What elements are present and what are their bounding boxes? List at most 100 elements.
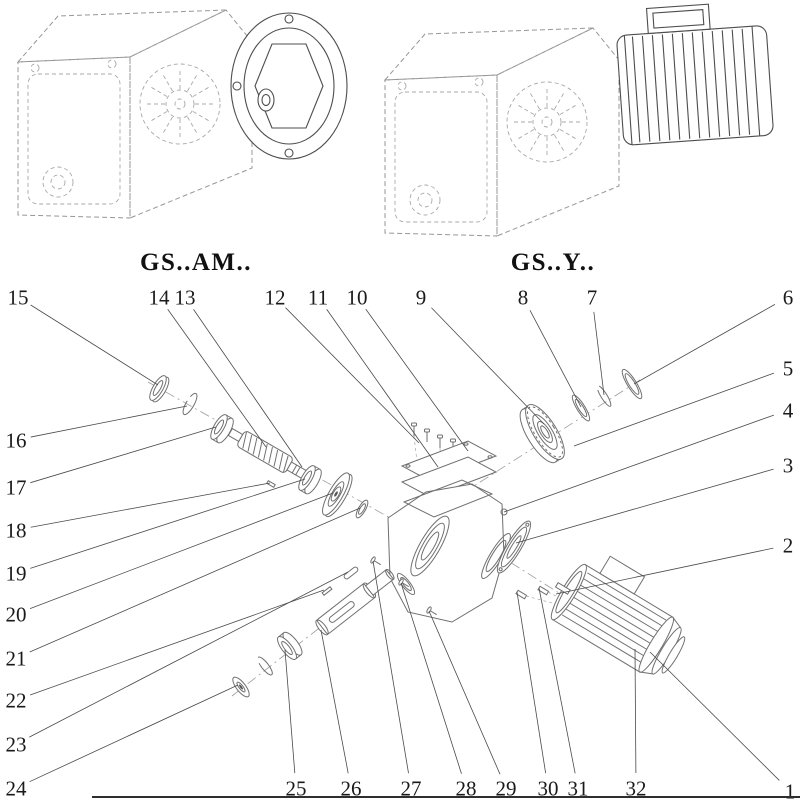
leader-line-25 bbox=[284, 649, 296, 774]
dowel-pin-part bbox=[266, 480, 276, 488]
housing-screw-2 bbox=[398, 578, 409, 588]
gear-ring-part bbox=[621, 368, 643, 400]
leader-line-31 bbox=[538, 587, 576, 774]
motor-axis bbox=[493, 551, 587, 611]
leader-line-16 bbox=[30, 405, 188, 438]
callout-number-3: 3 bbox=[783, 454, 794, 478]
am-flange-drawing bbox=[230, 12, 348, 160]
callout-number-11: 11 bbox=[308, 286, 328, 310]
callout-number-25: 25 bbox=[286, 777, 307, 800]
leader-line-15 bbox=[30, 304, 159, 386]
leader-lines bbox=[29, 304, 780, 783]
callout-number-8: 8 bbox=[518, 286, 529, 310]
motor-terminal-box bbox=[645, 3, 711, 35]
leader-line-11 bbox=[326, 309, 439, 468]
callout-number-18: 18 bbox=[6, 519, 27, 543]
y-motor-drawing bbox=[616, 3, 774, 146]
cover-bolts bbox=[411, 422, 469, 457]
leader-line-21 bbox=[29, 507, 361, 653]
leader-line-7 bbox=[593, 311, 605, 396]
cover-gasket-part bbox=[400, 456, 498, 498]
leader-line-13 bbox=[193, 309, 303, 468]
exploded-view bbox=[147, 368, 686, 698]
leader-line-2 bbox=[555, 547, 774, 595]
leader-line-17 bbox=[30, 426, 217, 484]
callout-number-24: 24 bbox=[6, 777, 28, 800]
variant-label-gs-y: GS..Y.. bbox=[511, 249, 596, 276]
callout-number-29: 29 bbox=[496, 777, 517, 800]
leader-line-3 bbox=[515, 468, 774, 544]
callout-number-15: 15 bbox=[8, 286, 29, 310]
leader-line-30 bbox=[516, 591, 547, 774]
worm-wheel-disc-part bbox=[322, 472, 353, 518]
motor-part bbox=[550, 555, 686, 675]
callout-number-21: 21 bbox=[6, 647, 27, 671]
leader-line-19 bbox=[30, 478, 306, 569]
callout-number-6: 6 bbox=[783, 286, 794, 310]
spacer-ring-part bbox=[355, 499, 369, 519]
leader-line-5 bbox=[573, 372, 775, 447]
gearbox-sketch-gs-am bbox=[16, 9, 253, 219]
callout-number-14: 14 bbox=[149, 286, 171, 310]
leader-line-32 bbox=[634, 648, 637, 774]
shaft-pin-part bbox=[321, 586, 333, 596]
callout-number-7: 7 bbox=[587, 286, 598, 310]
callout-number-28: 28 bbox=[456, 777, 477, 800]
callout-number-26: 26 bbox=[341, 777, 362, 800]
callout-number-16: 16 bbox=[6, 429, 27, 453]
leader-line-9 bbox=[431, 307, 545, 425]
callout-number-19: 19 bbox=[6, 562, 27, 586]
output-bearing-part bbox=[277, 631, 303, 660]
gearbox-sketch-gs-y bbox=[383, 27, 620, 237]
gear-axis bbox=[451, 379, 641, 501]
leader-line-28 bbox=[400, 582, 462, 774]
leader-line-20 bbox=[29, 492, 334, 610]
leader-line-26 bbox=[320, 629, 349, 774]
output-flange-part bbox=[496, 520, 532, 574]
leader-line-23 bbox=[29, 571, 349, 738]
gear-housing-part bbox=[387, 479, 511, 623]
leader-line-18 bbox=[30, 482, 271, 528]
gear-spacer-part bbox=[571, 394, 591, 422]
leader-line-4 bbox=[503, 414, 775, 513]
callout-number-22: 22 bbox=[6, 689, 27, 713]
callout-number-23: 23 bbox=[6, 733, 27, 757]
leader-line-10 bbox=[365, 308, 469, 452]
variant-label-gs-am: GS..AM.. bbox=[140, 249, 252, 276]
callout-number-4: 4 bbox=[783, 399, 794, 423]
leader-line-22 bbox=[29, 589, 325, 696]
leader-line-6 bbox=[633, 304, 776, 385]
output-circlip-part bbox=[257, 656, 273, 676]
leader-line-8 bbox=[529, 310, 582, 408]
leader-line-24 bbox=[29, 684, 239, 783]
inner-bearing-part bbox=[298, 465, 322, 495]
housing-screw-1 bbox=[370, 556, 381, 566]
callout-number-9: 9 bbox=[416, 286, 427, 310]
leader-line-14 bbox=[167, 308, 267, 448]
leader-line-27 bbox=[372, 560, 409, 774]
gear-circlip-part bbox=[596, 385, 612, 407]
leader-line-12 bbox=[285, 307, 420, 444]
motor-junction-box bbox=[599, 555, 646, 595]
callout-number-27: 27 bbox=[401, 777, 422, 800]
housing-screw-3 bbox=[426, 606, 437, 616]
leader-line-1 bbox=[649, 651, 780, 781]
shaft-key-part bbox=[343, 566, 359, 580]
callout-number-17: 17 bbox=[6, 476, 27, 500]
worm-wheel-sunburst bbox=[139, 63, 221, 145]
output-shaft-part bbox=[315, 568, 395, 636]
output-washer-part bbox=[232, 676, 250, 698]
callout-number-30: 30 bbox=[538, 777, 559, 800]
callout-number-5: 5 bbox=[783, 357, 794, 381]
leader-line-29 bbox=[428, 610, 501, 775]
oil-seal-part bbox=[149, 375, 170, 403]
helical-gear-part bbox=[519, 404, 565, 464]
worm-wheel-sunburst-right bbox=[506, 81, 588, 163]
callout-number-1: 1 bbox=[785, 780, 796, 800]
callout-number-32: 32 bbox=[626, 777, 647, 800]
input-circlip-part bbox=[182, 392, 198, 416]
callout-number-20: 20 bbox=[6, 603, 27, 627]
